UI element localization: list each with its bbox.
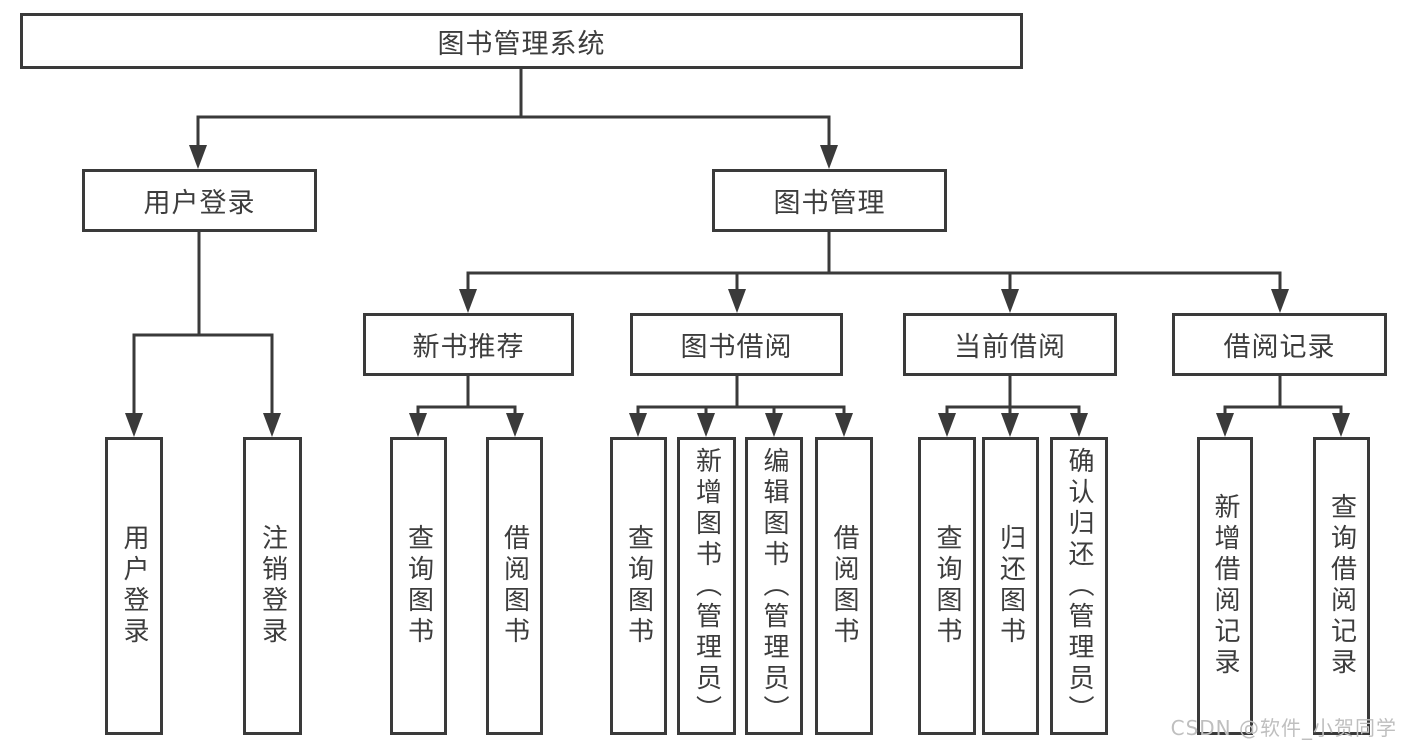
- leaf-user-login: 用户登录: [105, 437, 163, 735]
- leaf-query-borrow-record: 查询借阅记录: [1313, 437, 1370, 735]
- leaf-add-book-admin: 新增图书（管理员）: [677, 437, 736, 735]
- connector-lines: [132, 67, 1343, 421]
- node-new-book-recommend: 新书推荐: [363, 313, 574, 376]
- leaf-logout-login: 注销登录: [243, 437, 302, 735]
- node-system-root: 图书管理系统: [20, 13, 1023, 69]
- leaf-query-books-recommend: 查询图书: [390, 437, 447, 735]
- node-book-borrowing: 图书借阅: [630, 313, 843, 376]
- leaf-borrow-books-borrowing: 借阅图书: [815, 437, 873, 735]
- leaf-confirm-return-admin: 确认归还（管理员）: [1050, 437, 1108, 735]
- node-borrow-records: 借阅记录: [1172, 313, 1387, 376]
- watermark: CSDN @软件_小贺同学: [1170, 716, 1397, 740]
- node-current-borrowing: 当前借阅: [903, 313, 1117, 376]
- arrowheads: [125, 145, 1350, 437]
- leaf-borrow-books-recommend: 借阅图书: [486, 437, 543, 735]
- leaf-return-books: 归还图书: [982, 437, 1039, 735]
- leaf-edit-book-admin: 编辑图书（管理员）: [745, 437, 803, 735]
- node-book-management: 图书管理: [712, 169, 947, 232]
- leaf-add-borrow-record: 新增借阅记录: [1197, 437, 1253, 735]
- node-user-login: 用户登录: [82, 169, 317, 232]
- leaf-query-books-borrowing: 查询图书: [610, 437, 667, 735]
- leaf-query-books-current: 查询图书: [918, 437, 976, 735]
